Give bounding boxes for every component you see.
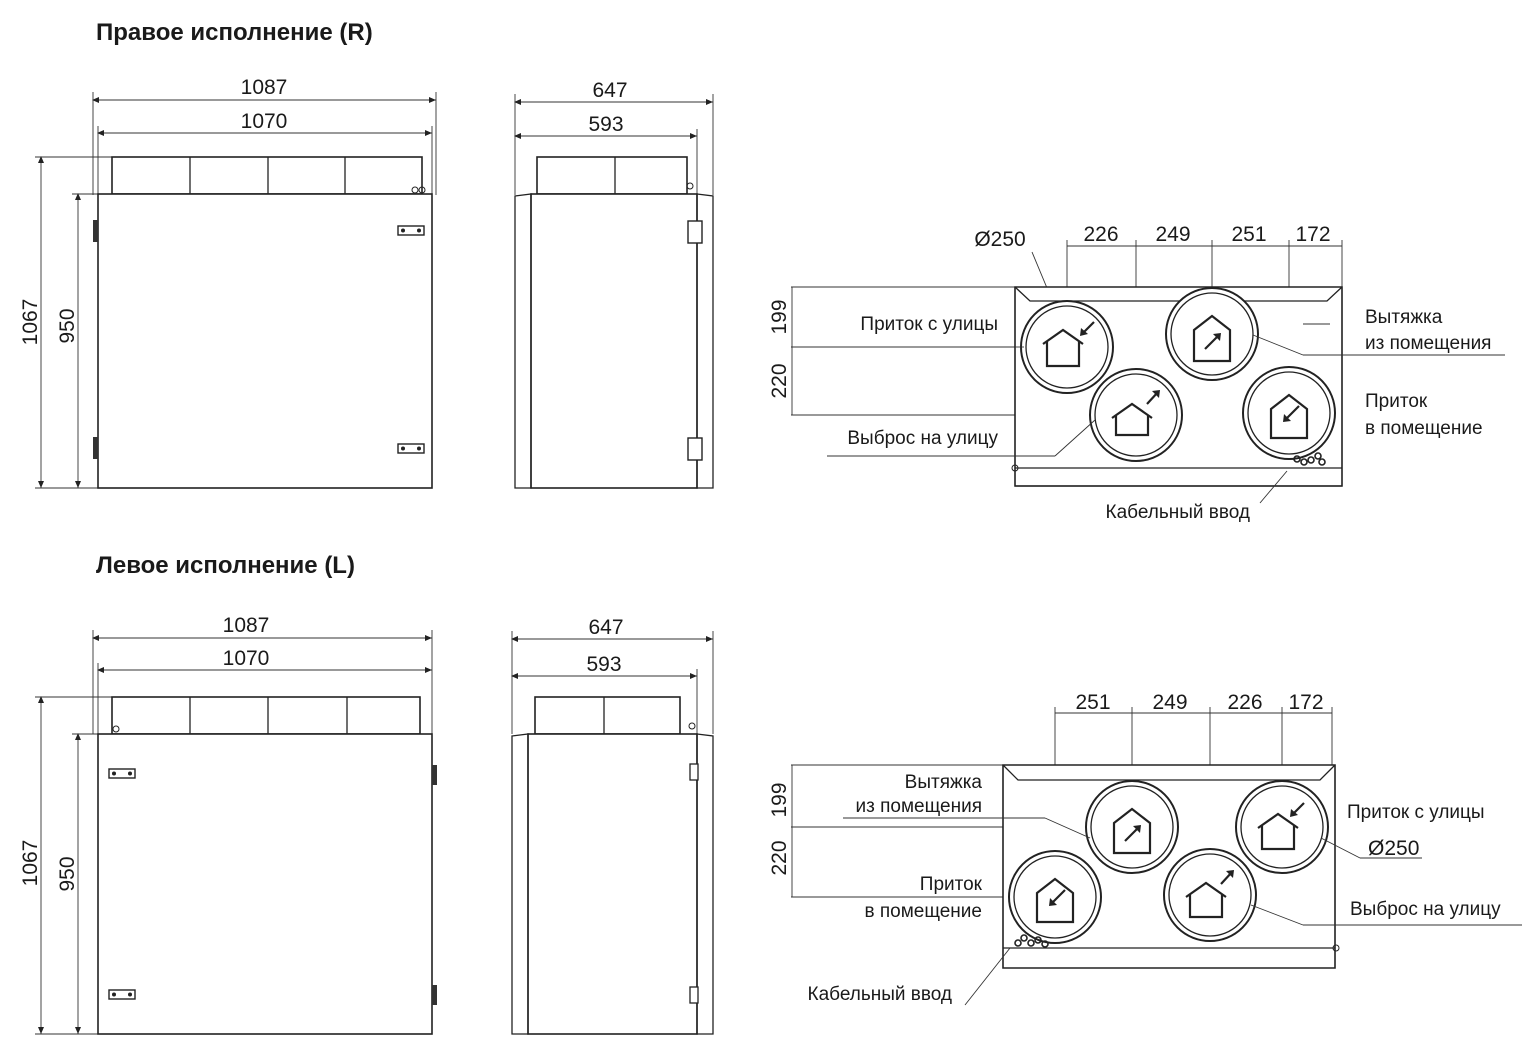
right-side-width-outer: 647 [592, 79, 627, 102]
right-vert-1: 199 [768, 299, 791, 334]
right-front-height-outer: 1067 [19, 299, 42, 346]
right-label-extract-1: Вытяжка [1365, 307, 1443, 328]
left-label-extract-2: из помещения [856, 796, 982, 817]
right-front-width-outer: 1087 [241, 76, 288, 99]
right-side-view: 647 593 [514, 79, 714, 489]
left-side-width-inner: 593 [586, 653, 621, 676]
right-label-supply-room-1: Приток [1365, 391, 1428, 412]
right-label-exhaust-outdoor: Выброс на улицу [847, 428, 998, 449]
right-spacing-2: 249 [1155, 223, 1190, 246]
right-title: Правое исполнение (R) [96, 19, 373, 46]
left-side-view: 647 593 [511, 616, 714, 1035]
left-diameter-label: Ø250 [1368, 837, 1419, 860]
right-top-view: 226 249 251 172 Ø250 199 220 [768, 223, 1505, 523]
right-vert-2: 220 [768, 363, 791, 398]
right-diameter-label: Ø250 [974, 228, 1025, 251]
left-label-exhaust-outdoor: Выброс на улицу [1350, 899, 1501, 920]
left-side-width-outer: 647 [588, 616, 623, 639]
right-spacing-4: 172 [1295, 223, 1330, 246]
left-front-view: 1087 1070 1067 950 [19, 614, 437, 1035]
left-label-supply-outdoor: Приток с улицы [1347, 802, 1485, 823]
right-spacing-3: 251 [1231, 223, 1266, 246]
left-label-cable: Кабельный ввод [808, 984, 952, 1005]
left-spacing-2: 249 [1152, 691, 1187, 714]
left-vert-1: 199 [768, 782, 791, 817]
right-label-supply-outdoor: Приток с улицы [860, 314, 998, 335]
right-front-view: 1087 1070 1067 950 [19, 76, 437, 489]
left-title: Левое исполнение (L) [96, 552, 355, 579]
left-label-supply-room-2: в помещение [864, 901, 982, 922]
right-front-width-inner: 1070 [241, 110, 288, 133]
left-top-view: 251 249 226 172 199 220 Кабельный ввод [768, 691, 1522, 1006]
right-front-height-inner: 950 [56, 308, 79, 343]
right-label-supply-room-2: в помещение [1365, 418, 1483, 439]
right-side-width-inner: 593 [588, 113, 623, 136]
left-label-extract-1: Вытяжка [905, 772, 983, 793]
right-label-cable: Кабельный ввод [1106, 502, 1250, 523]
left-vert-2: 220 [768, 840, 791, 875]
left-front-height-outer: 1067 [19, 840, 42, 887]
left-front-height-inner: 950 [56, 856, 79, 891]
right-spacing-1: 226 [1083, 223, 1118, 246]
left-spacing-3: 226 [1227, 691, 1262, 714]
left-label-supply-room-1: Приток [920, 874, 983, 895]
left-spacing-1: 251 [1075, 691, 1110, 714]
left-front-width-outer: 1087 [223, 614, 270, 637]
right-label-extract-2: из помещения [1365, 333, 1491, 354]
left-front-width-inner: 1070 [223, 647, 270, 670]
left-spacing-4: 172 [1288, 691, 1323, 714]
